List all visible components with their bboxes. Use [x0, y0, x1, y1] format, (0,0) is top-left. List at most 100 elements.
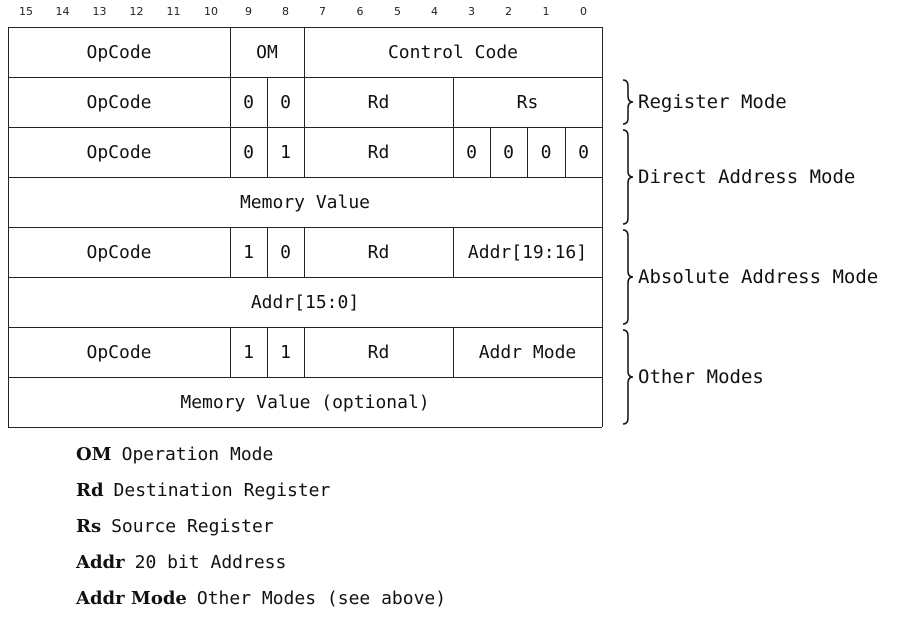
bit-number-label: 1	[542, 5, 550, 18]
field-divider-line	[267, 327, 268, 377]
field-divider-line	[230, 27, 231, 77]
field-cell: 0	[578, 141, 589, 163]
field-cell: 0	[503, 141, 514, 163]
bit-number-label: 6	[356, 5, 364, 18]
field-cell: 0	[466, 141, 477, 163]
field-cell: 0	[243, 141, 254, 163]
legend-key: Addr Mode	[76, 587, 187, 609]
legend-key: Rd	[76, 479, 104, 501]
field-cell: 0	[540, 141, 552, 163]
field-divider-line	[304, 127, 305, 177]
field-divider-line	[304, 227, 305, 277]
row-border-line	[602, 27, 603, 77]
bit-number-label: 12	[129, 5, 144, 18]
addressing-mode-label: Direct Address Mode	[638, 166, 856, 188]
bit-number-label: 13	[92, 5, 107, 18]
field-cell: OM	[256, 41, 278, 63]
field-divider-line	[230, 327, 231, 377]
field-cell: Addr Mode	[478, 341, 577, 363]
field-cell: 1	[243, 341, 254, 363]
field-divider-line	[267, 77, 268, 127]
row-border-line	[8, 227, 9, 277]
field-cell: Rd	[367, 341, 390, 363]
bit-number-label: 4	[431, 5, 438, 18]
field-divider-line	[304, 327, 305, 377]
legend-key: Rs	[76, 515, 102, 537]
bit-number-label: 3	[468, 5, 475, 18]
row-border-line	[8, 127, 602, 128]
field-divider-line	[453, 77, 454, 127]
row-border-line	[8, 27, 602, 28]
legend-description: Operation Mode	[121, 443, 274, 465]
field-divider-line	[230, 127, 231, 177]
field-divider-line	[304, 77, 305, 127]
bit-number-label: 0	[580, 5, 587, 18]
legend-description: Source Register	[111, 515, 274, 537]
legend-item: Addr Mode Other Modes (see above)	[76, 585, 446, 611]
row-border-line	[8, 377, 602, 378]
bit-number-label: 7	[319, 5, 326, 18]
legend-description: Other Modes (see above)	[196, 587, 447, 609]
field-divider-line	[453, 227, 454, 277]
field-cell: 0	[280, 241, 291, 263]
bit-number-label: 2	[505, 5, 512, 18]
row-border-line	[8, 27, 9, 77]
curly-brace-icon	[622, 129, 634, 225]
row-border-line	[8, 327, 9, 377]
field-cell: OpCode	[86, 341, 152, 363]
field-divider-line	[527, 127, 528, 177]
field-divider-line	[453, 127, 454, 177]
legend-key: Addr	[76, 551, 125, 573]
field-cell: 1	[280, 141, 291, 163]
field-cell: Memory Value	[239, 191, 371, 213]
addressing-mode-label: Register Mode	[638, 91, 787, 113]
field-cell: 0	[243, 91, 254, 113]
field-divider-line	[565, 127, 566, 177]
row-border-line	[8, 277, 9, 327]
row-border-line	[602, 127, 603, 177]
field-cell: Control Code	[387, 41, 519, 63]
row-border-line	[602, 327, 603, 377]
field-divider-line	[453, 327, 454, 377]
legend-item: Addr 20 bit Address	[76, 549, 286, 575]
field-divider-line	[267, 127, 268, 177]
row-border-line	[8, 277, 602, 278]
row-border-line	[602, 277, 603, 327]
row-border-line	[8, 427, 602, 428]
field-cell: Rd	[367, 91, 390, 113]
field-cell: 1	[280, 341, 291, 363]
field-cell: Rd	[367, 141, 390, 163]
addressing-mode-label: Other Modes	[638, 366, 764, 388]
bit-number-label: 15	[19, 5, 33, 18]
field-cell: 1	[243, 241, 254, 263]
row-border-line	[602, 377, 603, 427]
bit-number-label: 5	[394, 5, 401, 18]
field-cell: Rs	[516, 91, 539, 113]
field-divider-line	[230, 77, 231, 127]
field-divider-line	[490, 127, 491, 177]
field-divider-line	[267, 227, 268, 277]
field-divider-line	[230, 227, 231, 277]
row-border-line	[8, 177, 9, 227]
addressing-mode-label: Absolute Address Mode	[638, 266, 879, 288]
row-border-line	[8, 77, 9, 127]
legend-description: Destination Register	[113, 479, 331, 501]
row-border-line	[8, 127, 9, 177]
row-border-line	[8, 177, 602, 178]
bit-number-label: 9	[245, 5, 252, 18]
row-border-line	[8, 327, 602, 328]
field-cell: 0	[280, 91, 291, 113]
row-border-line	[8, 377, 9, 427]
field-cell: Addr[15:0]	[250, 291, 360, 313]
bit-number-label: 14	[55, 5, 70, 18]
field-divider-line	[304, 27, 305, 77]
row-border-line	[602, 77, 603, 127]
legend-item: Rd Destination Register	[76, 477, 330, 503]
row-border-line	[602, 227, 603, 277]
bit-number-label: 11	[166, 5, 181, 18]
legend-description: 20 bit Address	[134, 551, 287, 573]
field-cell: Rd	[367, 241, 390, 263]
bit-number-label: 8	[282, 5, 289, 18]
row-border-line	[602, 177, 603, 227]
